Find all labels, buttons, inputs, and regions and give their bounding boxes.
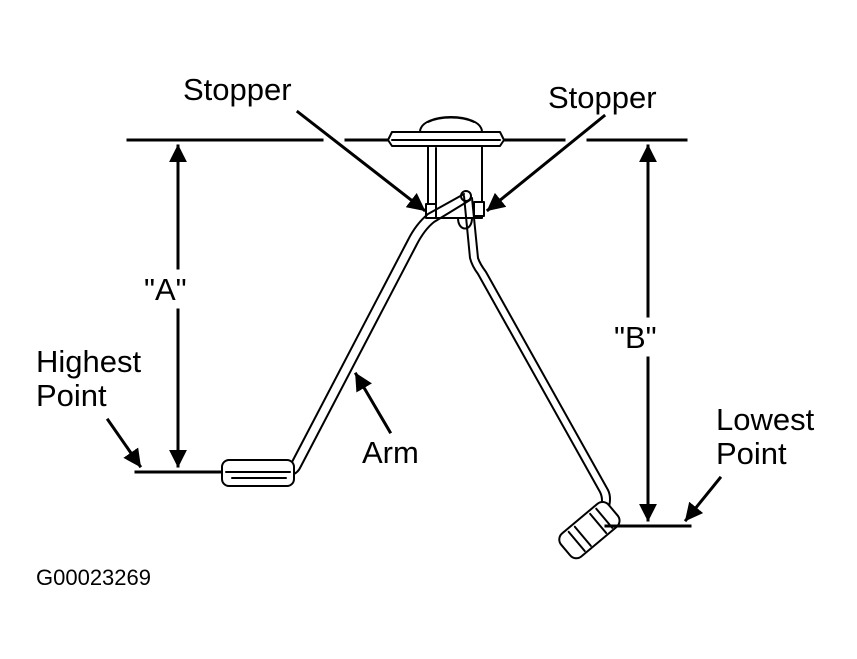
sender-mount — [387, 116, 505, 230]
dimension-a-label: "A" — [144, 272, 187, 307]
figure-code: G00023269 — [36, 565, 151, 590]
lowest-point-leader — [683, 475, 723, 523]
stopper-left-leader — [295, 109, 427, 213]
lowest-point-label-line1: Lowest — [716, 402, 815, 437]
stopper-right-leader — [485, 113, 607, 213]
float-highest — [221, 459, 295, 487]
highest-point-label-line1: Highest — [36, 344, 141, 379]
highest-point-label-line2: Point — [36, 378, 107, 413]
arm-highest-position — [221, 193, 471, 487]
lowest-point-label-line2: Point — [716, 436, 787, 471]
stopper-right-label: Stopper — [548, 80, 657, 115]
arm-lowest-position — [463, 195, 621, 560]
arm-label: Arm — [362, 435, 419, 470]
arm-leader — [353, 371, 393, 435]
stopper-left-label: Stopper — [183, 72, 292, 107]
highest-point-leader — [105, 417, 143, 469]
dimension-b-label: "B" — [614, 320, 657, 355]
float-lowest — [558, 500, 621, 560]
